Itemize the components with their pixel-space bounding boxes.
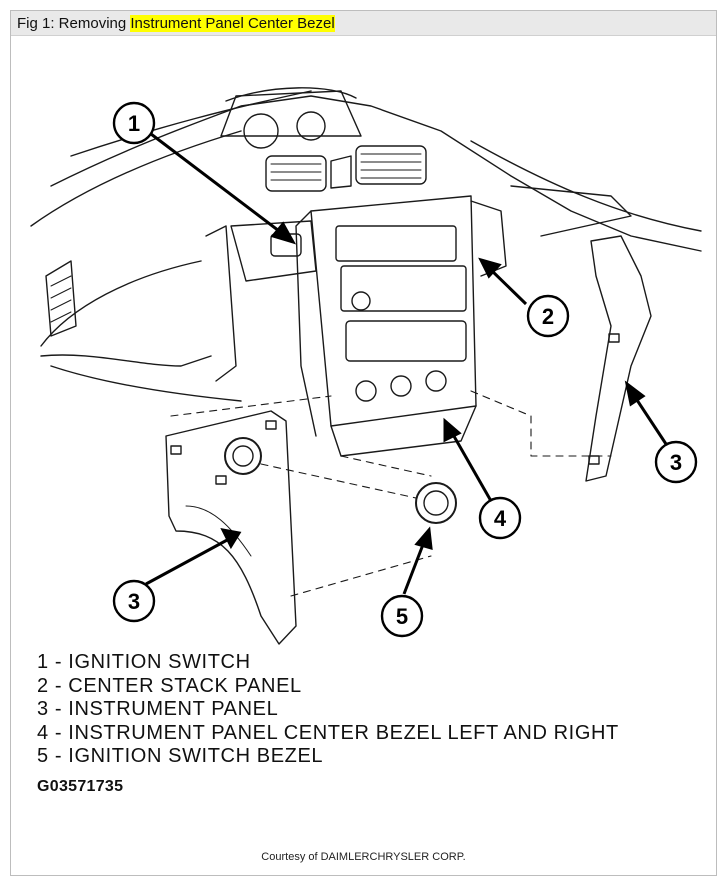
radio-lower (340, 265, 467, 312)
cluster-housing (220, 90, 362, 137)
callout-circle-3-left (112, 579, 156, 623)
left-vent-slats (50, 275, 72, 323)
stack-base (330, 405, 477, 457)
callout-circle-1 (112, 101, 156, 145)
leader-4 (449, 430, 493, 502)
arrowhead-2 (478, 257, 502, 279)
callout-label-3-left: 3 (128, 589, 140, 614)
dash-top-outline (50, 95, 702, 252)
climate-knob-right (425, 370, 447, 392)
dash-left-lower (40, 260, 202, 347)
hazard-switch (330, 155, 352, 189)
leader-1 (150, 132, 284, 236)
dash-upper-edge (30, 130, 242, 227)
callout-label-3-right: 3 (670, 450, 682, 475)
legend-item: 5 - IGNITION SWITCH BEZEL (37, 745, 324, 767)
left-bezel-clip-2 (215, 475, 227, 485)
arrowhead-4 (443, 417, 462, 443)
radio-upper (335, 225, 457, 262)
ignition-switch-bezel-inner (423, 490, 449, 516)
left-vent (45, 260, 77, 337)
cluster-hood (225, 87, 357, 102)
figure-code: G03571735 (37, 778, 124, 795)
guide-line-ring (260, 463, 417, 499)
legend-item: 2 - CENTER STACK PANEL (37, 674, 302, 697)
callout-circle-4 (478, 496, 522, 540)
windshield-line (70, 90, 312, 157)
ignition-bezel-ring-installed-inner (232, 445, 254, 467)
courtesy-credit: Courtesy of DAIMLERCHRYSLER CORP. (261, 851, 466, 863)
figure-frame: Fig 1: Removing Instrument Panel Center … (10, 10, 717, 876)
legend-item: 3 - INSTRUMENT PANEL (37, 698, 279, 720)
legend-item: 4 - INSTRUMENT PANEL CENTER BEZEL LEFT A… (37, 721, 619, 744)
left-bezel-clip-3 (265, 420, 277, 430)
guide-line-lower (290, 555, 432, 597)
leader-3-right (631, 393, 668, 445)
leader-2 (487, 266, 528, 306)
dash-right-edge (470, 140, 702, 232)
arrowhead-1 (270, 221, 297, 245)
climate-knob-mid (390, 375, 412, 397)
arrowhead-3-right (624, 380, 646, 407)
gauge-right (296, 111, 326, 141)
figure-title-prefix: Fig 1: Removing (17, 15, 131, 32)
center-vent-left (265, 155, 327, 192)
ignition-switch-bezel-outer (415, 482, 457, 524)
ignition-bezel-ring-installed (224, 437, 262, 475)
figure-title-highlight: Instrument Panel Center Bezel (130, 15, 335, 32)
left-bezel-trim (165, 410, 297, 645)
callout-label-2: 2 (542, 304, 554, 329)
climate-knob-left (355, 380, 377, 402)
stack-left-bracket (295, 210, 317, 437)
right-bezel-clip-top (608, 333, 620, 343)
callout-circle-3-right (654, 440, 698, 484)
left-bezel-clip-1 (170, 445, 182, 455)
right-bezel-clip-bottom (588, 455, 600, 465)
guide-line-left (170, 395, 332, 417)
center-vent-right (355, 145, 427, 185)
right-bezel-trim (585, 235, 652, 482)
left-bezel-inner (185, 505, 252, 557)
floor-line (50, 365, 242, 402)
arrowhead-3-left (220, 527, 242, 550)
vent-slats-right (360, 153, 422, 179)
arrowhead-5 (414, 526, 433, 551)
bezel-removal-diagram: 1 2 3 3 4 5 (30, 87, 702, 645)
gauge-left (243, 113, 279, 149)
radio-knob (351, 291, 371, 311)
legend-item: 1 - IGNITION SWITCH (37, 651, 251, 673)
figure-title-bar: Fig 1: Removing Instrument Panel Center … (11, 11, 716, 36)
guide-line-right (470, 390, 612, 457)
vent-slats-left (270, 163, 322, 181)
leader-3-left (145, 537, 230, 586)
callout-label-1: 1 (128, 111, 140, 136)
guide-line-base (340, 455, 432, 477)
callout-circle-5 (380, 594, 424, 638)
left-support (205, 225, 237, 382)
leader-5 (402, 541, 426, 595)
figure-title: Fig 1: Removing Instrument Panel Center … (17, 15, 335, 32)
callout-circle-2 (526, 294, 570, 338)
right-glovebox-line (510, 185, 632, 237)
dash-left-curve (40, 354, 212, 367)
callout-label-5: 5 (396, 604, 408, 629)
callout-label-4: 4 (494, 506, 507, 531)
ignition-housing (230, 220, 317, 282)
parts-legend: 1 - IGNITION SWITCH 2 - CENTER STACK PAN… (37, 651, 619, 769)
climate-controls (345, 320, 467, 362)
